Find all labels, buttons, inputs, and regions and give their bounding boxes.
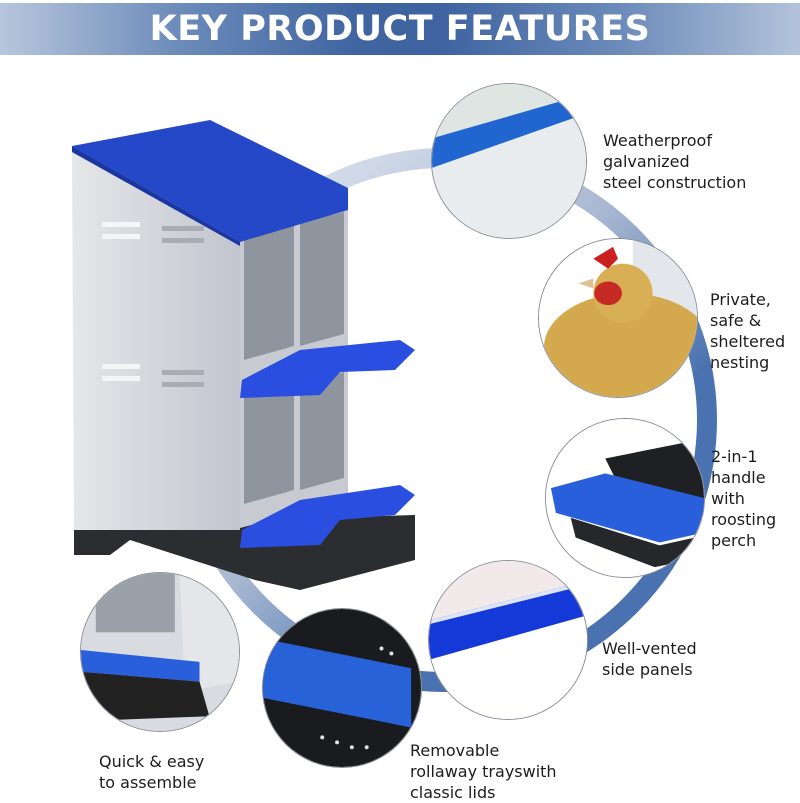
feature-label-private: Private, safe & sheltered nesting	[710, 290, 786, 372]
feature-label-vented: Well-vented side panels	[602, 639, 697, 679]
detail-circle-weatherproof	[431, 83, 587, 239]
detail-circle-handle	[545, 418, 705, 578]
detail-circle-trays	[262, 608, 422, 768]
detail-circle-assemble	[80, 572, 240, 732]
page-title: KEY PRODUCT FEATURES	[149, 9, 651, 49]
detail-circle-chicken	[538, 238, 698, 398]
feature-label-trays: Removable rollaway trayswith classic lid…	[410, 741, 557, 802]
feature-label-handle: 2-in-1 handle with roosting perch	[711, 447, 777, 550]
header-banner: KEY PRODUCT FEATURES	[0, 3, 800, 55]
detail-circle-vented	[428, 560, 588, 720]
feature-label-assemble: Quick & easy to assemble	[99, 752, 205, 792]
feature-label-weatherproof: Weatherproof galvanized steel constructi…	[603, 131, 747, 192]
